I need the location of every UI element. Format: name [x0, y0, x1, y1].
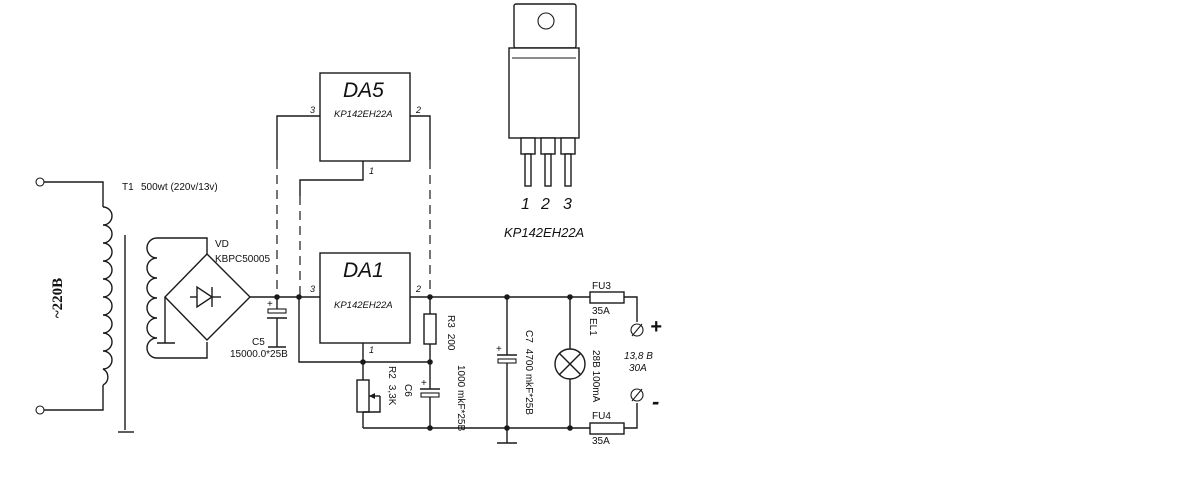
- package-pin-1: [524, 153, 532, 187]
- svg-text:+: +: [421, 378, 427, 389]
- package-pin2-label: 2: [540, 196, 550, 213]
- package-tab: [513, 3, 577, 49]
- c7-label: C74700 mkF*25B: [523, 330, 534, 415]
- c6-value: 1000 mkF*25B: [455, 365, 466, 431]
- da1-part: KP142EH22A: [334, 300, 393, 311]
- terminal-minus: [630, 388, 644, 402]
- bridge-rectifier: [157, 253, 251, 344]
- output-voltage: 13,8 B: [624, 351, 653, 362]
- output-plus: +: [650, 316, 662, 338]
- bridge-diamond: [164, 253, 251, 341]
- regulator-da1: [319, 252, 411, 344]
- fu4-value: 35A: [592, 436, 610, 447]
- capacitor-c6: +: [420, 362, 440, 428]
- fuse-fu4: [589, 388, 644, 435]
- da1-pin-adj: 1: [369, 345, 374, 355]
- package-pin-3: [564, 153, 572, 187]
- svg-text:+: +: [496, 344, 502, 355]
- bridge-ref: VD: [215, 239, 229, 250]
- terminal-plus: [630, 323, 644, 337]
- package-pin1-label: 1: [521, 196, 530, 213]
- output-minus: -: [652, 389, 659, 414]
- c5-value: 15000.0*25B: [230, 349, 288, 360]
- r3-label: R3200: [445, 315, 456, 351]
- el1-value: 28B 100mA: [590, 350, 601, 403]
- resistor-r3: [423, 297, 437, 362]
- package-pin3-label: 3: [563, 196, 572, 213]
- t1-ref: T1: [122, 182, 134, 193]
- el1-ref: EL1: [587, 318, 598, 336]
- capacitor-c7: +: [496, 297, 517, 444]
- potentiometer-r2: [356, 362, 381, 428]
- fuse-fu3: [589, 291, 644, 337]
- bridge-part: KBPC50005: [215, 254, 270, 265]
- adj-wire: [298, 297, 363, 363]
- da5-pin-adj: 1: [369, 166, 374, 176]
- da1-pin-in: 3: [310, 284, 315, 294]
- fu3-ref: FU3: [592, 281, 611, 292]
- regulator-da5: [319, 72, 411, 162]
- lamp-el1: [554, 297, 586, 428]
- da5-ref: DA5: [343, 79, 384, 102]
- mains-voltage-label: ~220B: [50, 278, 66, 318]
- t1-spec: 500wt (220v/13v): [141, 182, 218, 193]
- da5-part: KP142EH22A: [334, 109, 393, 120]
- svg-text:+: +: [267, 299, 273, 310]
- diode-icon: [196, 285, 214, 309]
- output-current: 30A: [629, 363, 647, 374]
- da5-pin-in: 3: [310, 105, 315, 115]
- secondary-winding: [146, 237, 158, 359]
- package-body: [508, 47, 580, 139]
- primary-winding: [102, 206, 113, 386]
- transformer-t1: [102, 206, 208, 433]
- c6-ref: C6: [402, 384, 413, 397]
- to220-package: [508, 3, 580, 187]
- mains-terminal-bottom: [35, 405, 45, 415]
- da1-pin-out: 2: [415, 284, 421, 294]
- capacitor-c5: +: [267, 297, 287, 348]
- fu4-ref: FU4: [592, 411, 611, 422]
- fu3-value: 35A: [592, 306, 610, 317]
- package-pin-2: [544, 153, 552, 187]
- package-part-label: KP142EH22A: [504, 225, 584, 240]
- mains-terminal-top: [35, 177, 45, 187]
- r2-label: R23,3K: [386, 366, 397, 406]
- da1-ref: DA1: [343, 259, 384, 282]
- mounting-hole: [537, 12, 555, 30]
- da5-pin-out: 2: [415, 105, 421, 115]
- c5-ref: C5: [252, 337, 265, 348]
- mains-input: [35, 177, 104, 415]
